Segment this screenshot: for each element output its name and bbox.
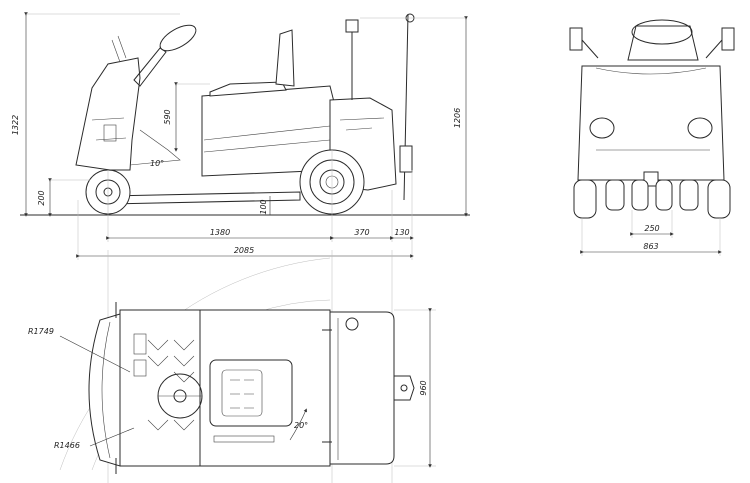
seat (209, 81, 287, 97)
dim-inner-radius: R1466 (54, 441, 80, 450)
left-mirror (569, 27, 583, 51)
side-view: 1322 1206 590 200 100 10° 1380 370 130 2… (11, 12, 470, 260)
right-light (687, 117, 713, 139)
top-rear-deck (329, 311, 395, 465)
top-view: R1749 R1466 20° 960 (28, 250, 436, 483)
steering-wheel (159, 24, 197, 52)
dim-seat-back: 590 (163, 109, 172, 124)
rear-wheel-right (707, 179, 731, 219)
dim-clearance: 100 (259, 199, 268, 214)
dim-top-width: 960 (419, 380, 428, 395)
rear-wheel-left (573, 179, 597, 219)
top-seat (209, 359, 293, 427)
dim-hitch-width: 250 (644, 224, 659, 233)
left-light (589, 117, 615, 139)
dim-steer-angle: 10° (150, 159, 164, 168)
dim-hitch: 130 (394, 228, 409, 237)
dim-outer-radius: R1749 (28, 327, 54, 336)
dim-overall-length: 2085 (234, 246, 254, 255)
top-hitch (393, 375, 415, 401)
dim-wheelbase: 1380 (210, 228, 230, 237)
top-front-nose (88, 313, 121, 467)
dim-overall-height: 1322 (11, 115, 20, 135)
dim-step-height: 200 (37, 190, 46, 205)
right-mirror (721, 27, 735, 51)
light-post (345, 19, 359, 33)
dim-turn-angle: 20° (294, 421, 308, 430)
seat-back (275, 29, 295, 87)
steering-column (133, 47, 167, 87)
front-body (75, 57, 141, 171)
dim-seat-height: 1206 (453, 108, 462, 128)
dim-rear-overhang: 370 (354, 228, 369, 237)
dim-overall-width: 863 (643, 242, 658, 251)
rear-view: 250 863 (569, 19, 735, 256)
rear-steering-wheel (631, 19, 693, 45)
rear-hitch (643, 171, 659, 187)
